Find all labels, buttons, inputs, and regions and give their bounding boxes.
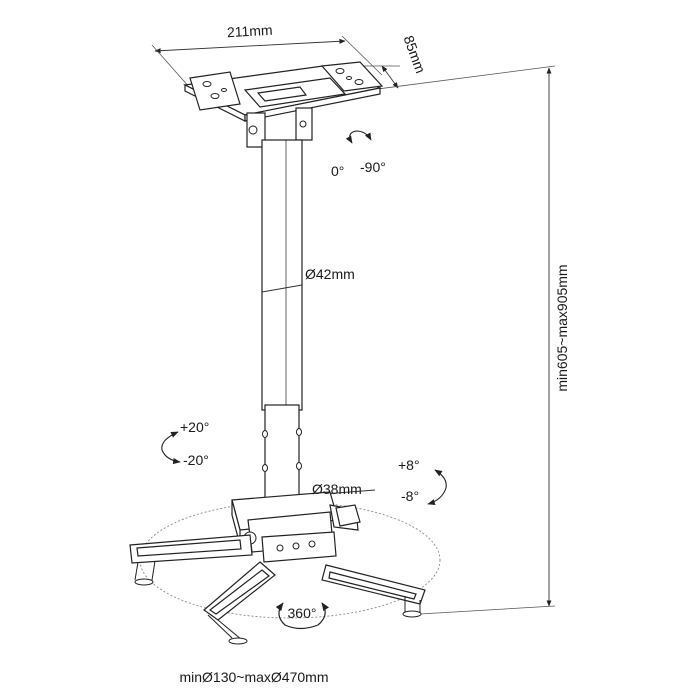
pole-diameter-label: Ø42mm <box>305 266 355 282</box>
tilt-top-b-label: -90° <box>360 159 386 175</box>
mount-arm-right-front <box>321 564 426 618</box>
tilt-arrow-left <box>161 431 181 465</box>
mount-arm-right-back <box>335 504 361 527</box>
tilt-top-a-label: 0° <box>331 163 344 179</box>
height-dimension <box>419 67 556 615</box>
tilt-left-b-label: -20° <box>183 452 209 468</box>
inner-tube-diameter-label: Ø38mm <box>312 481 362 497</box>
tilt-arrow-top <box>345 130 372 144</box>
tilt-right-b-label: -8° <box>401 488 419 504</box>
tilt-right-a-label: +8° <box>398 457 420 473</box>
mount-arm-left-front <box>203 561 276 645</box>
arm-span-label: minØ130~maxØ470mm <box>179 669 328 685</box>
plate-depth-label: 85mm <box>401 33 429 75</box>
rotation-arrow <box>275 602 329 630</box>
height-range-label: min605~max905mm <box>554 264 570 391</box>
tilt-left-a-label: +20° <box>180 419 209 435</box>
main-pole <box>261 139 303 411</box>
inner-tube <box>262 404 376 501</box>
rotation-circle <box>139 501 441 619</box>
rotation-label: 360° <box>288 605 317 621</box>
plate-width-label: 211mm <box>227 22 273 40</box>
ceiling-plate <box>182 61 384 148</box>
plate-width-dimension <box>151 35 383 89</box>
tilt-arrow-right <box>427 469 447 506</box>
mount-arm-left-back <box>129 534 253 586</box>
